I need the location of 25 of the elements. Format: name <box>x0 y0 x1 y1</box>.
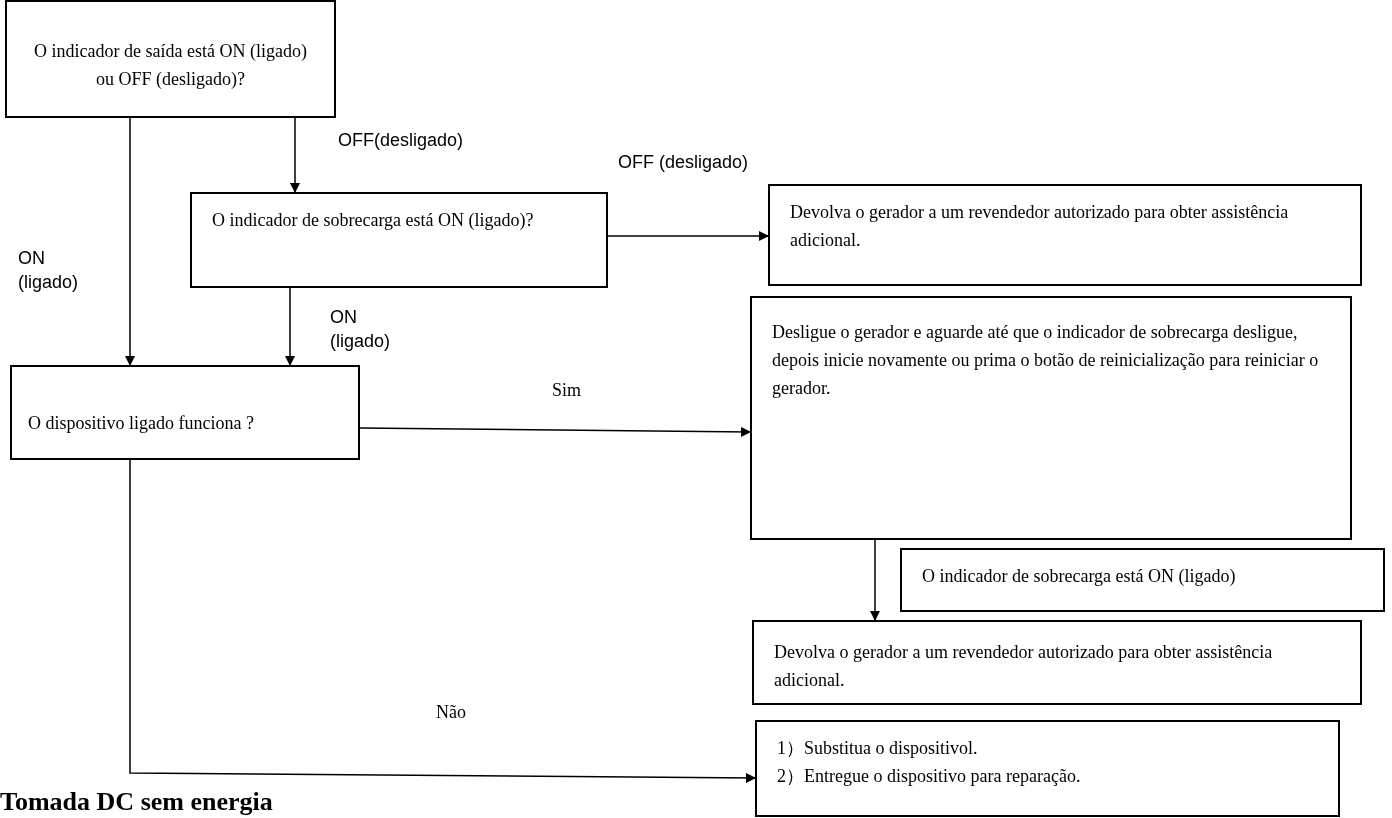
arrow <box>285 287 295 366</box>
box-text: O indicador de sobrecarga está ON (ligado) <box>922 565 1236 588</box>
process-box <box>752 620 1362 705</box>
arrow <box>870 539 880 621</box>
arrow <box>607 231 769 241</box>
process-box <box>768 184 1362 286</box>
box-text: Desligue o gerador e aguarde até que o indicador de sobrecarga desligue, depois inicie novamente ou prima o botão de reinicialização para reiniciar o gerador. <box>772 321 1320 400</box>
arrow <box>129 459 756 783</box>
process-box <box>755 720 1340 817</box>
process-box <box>750 296 1352 540</box>
box-text: 2）Entregue o dispositivo para reparação. <box>777 765 1081 788</box>
arrow <box>125 117 135 366</box>
process-box <box>10 365 360 460</box>
box-text: O dispositivo ligado funciona ? <box>28 411 254 435</box>
section-heading: Tomada DC sem energia <box>0 788 273 816</box>
box-text: O indicador de sobrecarga está ON (ligado)? <box>212 209 534 232</box>
box-text: O indicador de saída está ON (ligado) ou OFF (desligado)? <box>33 40 308 91</box>
process-box <box>900 548 1385 612</box>
arrow <box>359 426 751 437</box>
box-text: 1）Substitua o dispositivol. <box>777 737 978 760</box>
arrow <box>290 117 300 193</box>
box-text: Devolva o gerador a um revendedor autorizado para obter assistência adicional. <box>790 201 1290 252</box>
process-box <box>5 0 336 118</box>
box-text: Devolva o gerador a um revendedor autorizado para obter assistência adicional. <box>774 641 1274 692</box>
process-box <box>190 192 608 288</box>
